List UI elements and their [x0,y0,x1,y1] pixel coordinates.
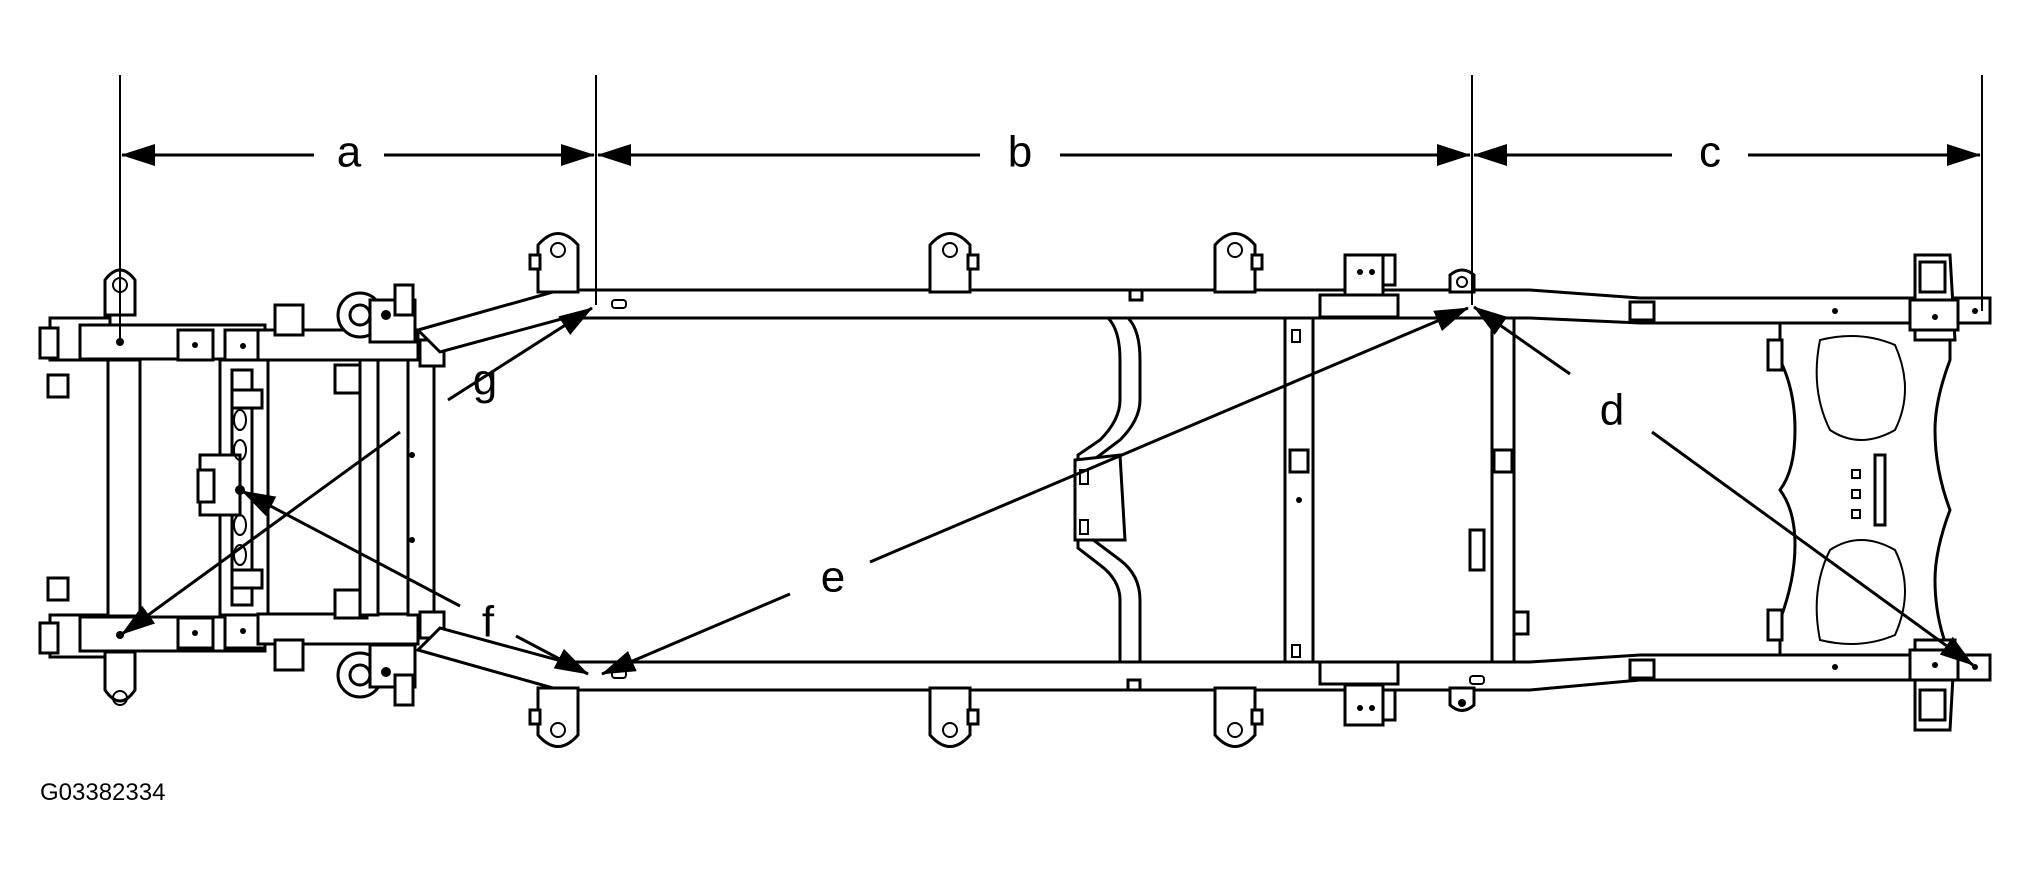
dimension-f-lower [515,634,589,676]
mid-crossmembers [1283,253,1530,727]
vehicle-frame [38,232,1992,748]
label-c: c [1699,128,1721,177]
suspension-section [196,283,446,707]
side-rails [415,288,1992,692]
dimension-g-upper [447,306,593,402]
label-b: b [1008,128,1032,177]
transmission-crossmember [1073,288,1144,692]
label-e: e [821,553,845,602]
body-mounts [528,232,1476,748]
label-g: g [473,356,497,405]
dimension-g-lower [121,430,401,636]
label-d: d [1600,386,1624,435]
upper-side-rail [415,288,1992,354]
label-a: a [337,128,362,177]
dimension-d-lower [1651,430,1974,667]
lower-side-rail [415,626,1992,692]
dimension-lines [119,75,1983,676]
label-f: f [482,598,495,647]
dimension-labels: a b c d e f g [337,128,1721,647]
dimension-d-upper [1473,305,1571,376]
dimension-e-lower [601,592,791,676]
figure-code: G03382334 [40,779,165,806]
front-section [38,268,267,706]
rear-crossmember [1766,253,1960,732]
dimension-e-upper [869,306,1469,564]
dimension-f-upper [241,489,461,608]
